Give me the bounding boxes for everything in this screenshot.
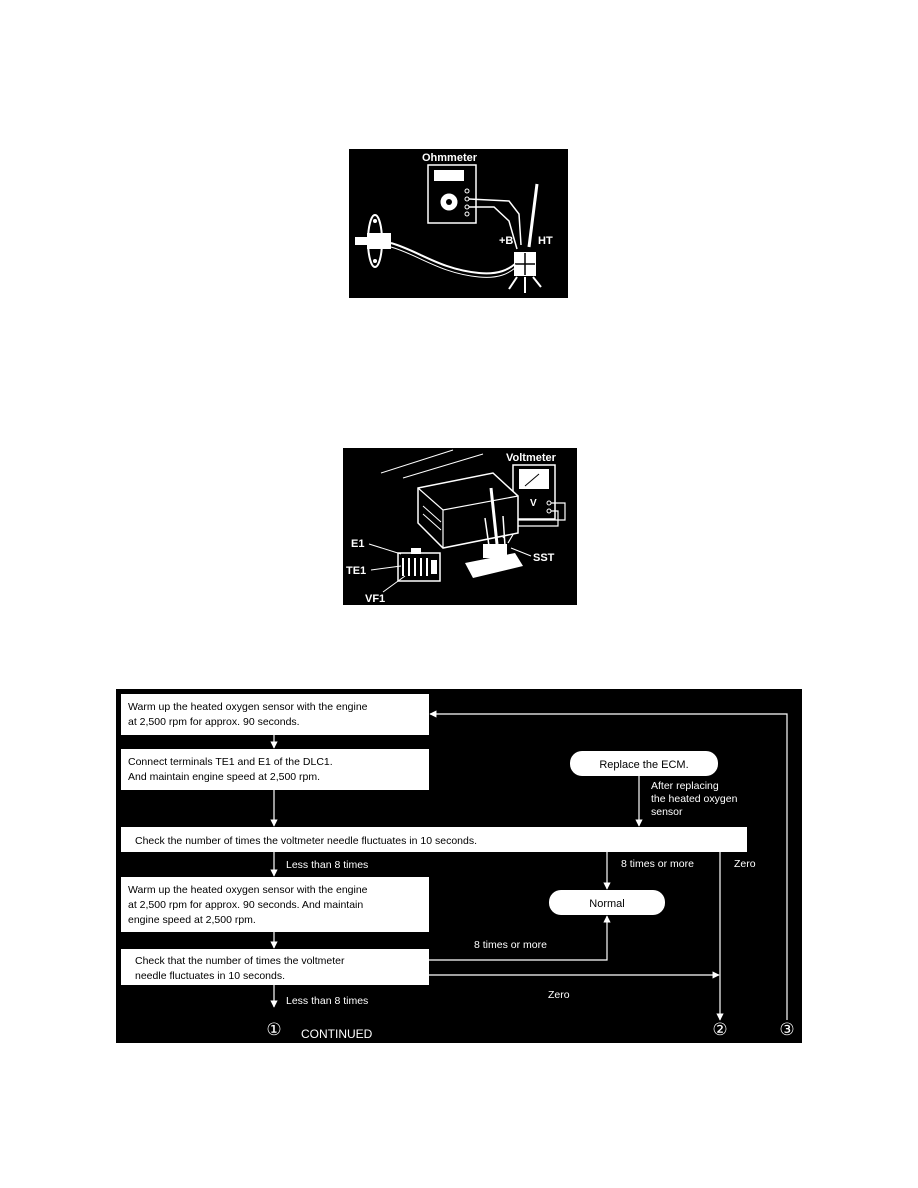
less-than-8-label-a: Less than 8 times xyxy=(286,859,368,871)
box4-line2: at 2,500 rpm for approx. 90 seconds. And… xyxy=(128,899,363,911)
normal-text: Normal xyxy=(589,898,624,910)
ohmmeter-illustration: Ohmmeter +B HT xyxy=(355,152,553,293)
engine-block xyxy=(417,472,519,549)
replace-ecm-text: Replace the ECM. xyxy=(599,759,688,771)
flowchart-svg: Warm up the heated oxygen sensor with th… xyxy=(121,694,795,1041)
zero-label-b: Zero xyxy=(548,989,570,1001)
v-label: V xyxy=(530,498,537,509)
arrow-box5-normal xyxy=(429,915,611,961)
voltmeter-display xyxy=(519,469,549,489)
te1-label: TE1 xyxy=(346,565,366,577)
diagnostic-flowchart: Warm up the heated oxygen sensor with th… xyxy=(116,689,802,1043)
flow-box-warm-up-maintain xyxy=(121,877,429,932)
plus-b-label: +B xyxy=(499,235,513,247)
eight-or-more-label-b: 8 times or more xyxy=(474,939,547,951)
less-than-8-label-b: Less than 8 times xyxy=(286,995,368,1007)
ohmmeter-figure: Ohmmeter +B HT xyxy=(349,149,568,298)
box4-line3: engine speed at 2,500 rpm. xyxy=(128,914,256,926)
ohmmeter-lead-2 xyxy=(469,206,518,250)
after-replacing-line2: the heated oxygen xyxy=(651,793,738,805)
continued-label: CONTINUED xyxy=(301,1027,373,1041)
e1-label: E1 xyxy=(351,538,364,550)
dlc1-connector xyxy=(465,487,523,578)
zero-label-a: Zero xyxy=(734,858,756,870)
eight-or-more-label-a: 8 times or more xyxy=(621,858,694,870)
ohmmeter-lead-1 xyxy=(468,198,522,246)
box3-text: Check the number of times the voltmeter … xyxy=(135,835,477,847)
probe-right xyxy=(527,183,539,248)
box1-line1: Warm up the heated oxygen sensor with th… xyxy=(128,701,368,713)
voltmeter-figure: Voltmeter V SST xyxy=(343,448,577,605)
ht-label: HT xyxy=(538,235,553,247)
ohmmeter-display xyxy=(434,170,464,181)
after-replacing-line3: sensor xyxy=(651,806,683,818)
marker-1: ① xyxy=(266,1020,281,1039)
box2-line2: And maintain engine speed at 2,500 rpm. xyxy=(128,771,320,783)
marker-2: ② xyxy=(712,1020,727,1039)
flow-box-connect-terminals xyxy=(121,749,429,790)
oxygen-sensor xyxy=(355,214,391,268)
arrow-loop-box1 xyxy=(429,710,788,1020)
flow-box-check-that xyxy=(121,949,429,985)
voltmeter-label: Voltmeter xyxy=(506,452,557,464)
replace-ecm-box xyxy=(570,751,718,776)
after-replacing-line1: After replacing xyxy=(651,780,719,792)
flow-box-check-fluctuations xyxy=(121,827,747,852)
marker-3: ③ xyxy=(779,1020,794,1039)
box5-line2: needle fluctuates in 10 seconds. xyxy=(135,970,285,982)
sst-label: SST xyxy=(533,552,555,564)
flow-box-warm-up xyxy=(121,694,429,735)
vf1-label: VF1 xyxy=(365,593,385,605)
box5-line1: Check that the number of times the voltm… xyxy=(135,955,345,967)
sensor-cable xyxy=(390,242,516,275)
box1-line2: at 2,500 rpm for approx. 90 seconds. xyxy=(128,716,300,728)
ohmmeter-label: Ohmmeter xyxy=(422,152,478,164)
voltmeter-illustration: Voltmeter V SST xyxy=(346,449,566,605)
normal-box xyxy=(549,890,665,915)
box2-line1: Connect terminals TE1 and E1 of the DLC1… xyxy=(128,756,333,768)
box4-line1: Warm up the heated oxygen sensor with th… xyxy=(128,884,368,896)
